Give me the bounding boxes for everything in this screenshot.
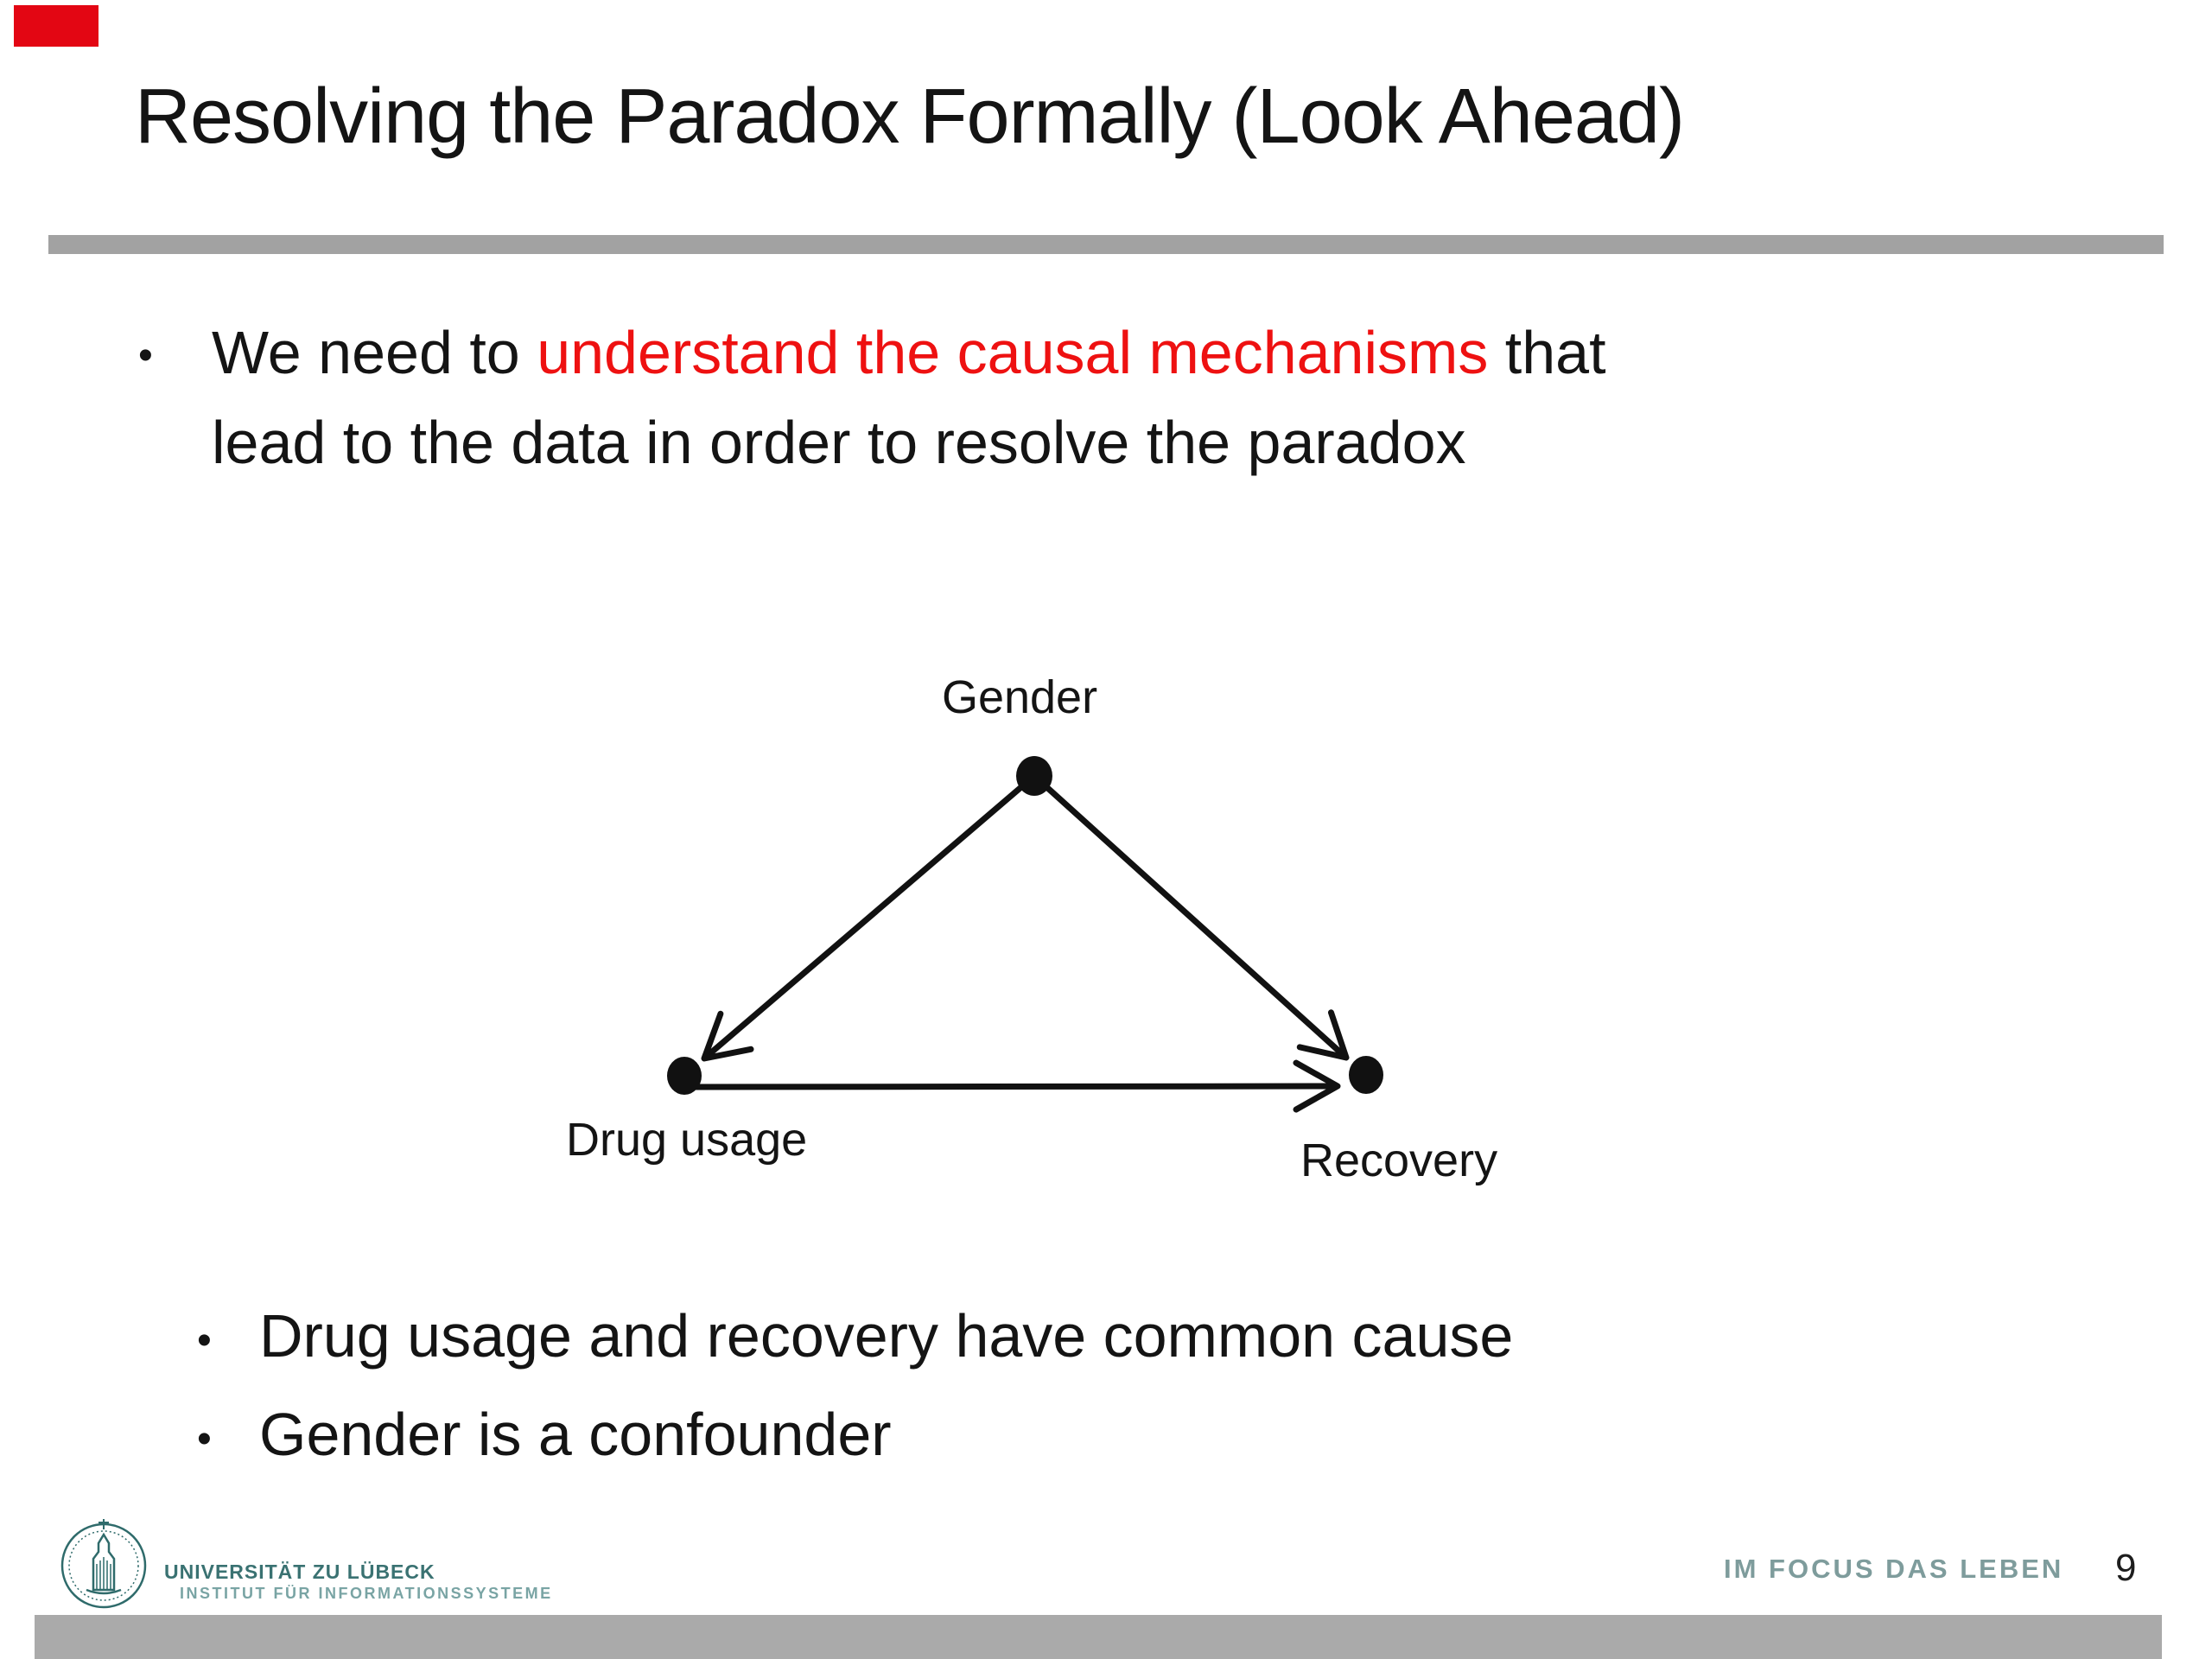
- edge-drug-recovery-arrow: [688, 1059, 1341, 1113]
- university-seal-logo: [60, 1519, 147, 1609]
- edge-gender-recovery-arrow: [1032, 773, 1350, 1061]
- node-label-gender: Gender: [941, 671, 1098, 723]
- footer-motto: IM FOCUS DAS LEBEN: [1724, 1554, 2064, 1584]
- main-bullet-pre: We need to: [212, 319, 537, 386]
- node-label-drug-usage: Drug usage: [566, 1114, 808, 1166]
- causal-diagram: [667, 756, 1383, 1113]
- node-recovery-dot: [1349, 1056, 1383, 1094]
- node-label-recovery: Recovery: [1300, 1135, 1498, 1186]
- bullet-marker: •: [138, 333, 153, 378]
- title-divider: [48, 235, 2164, 254]
- page-number: 9: [2115, 1547, 2137, 1589]
- main-bullet-line2: lead to the data in order to resolve the…: [212, 409, 1466, 476]
- main-bullet-highlight: understand the causal mechanisms: [537, 319, 1489, 386]
- main-bullet-text: We need to understand the causal mechani…: [212, 308, 2009, 487]
- sub-bullet-text: Drug usage and recovery have common caus…: [259, 1302, 1514, 1370]
- footer-bar: [35, 1615, 2162, 1659]
- red-corner-mark: [14, 5, 99, 47]
- slide-title: Resolving the Paradox Formally (Look Ahe…: [135, 73, 1685, 160]
- sub-bullet-text: Gender is a confounder: [259, 1401, 892, 1468]
- university-name: UNIVERSITÄT ZU LÜBECK: [164, 1560, 435, 1583]
- edge-gender-drug-arrow: [701, 773, 1037, 1062]
- bullet-marker: •: [197, 1318, 212, 1363]
- node-gender-dot: [1016, 756, 1052, 796]
- bullet-marker: •: [197, 1416, 212, 1462]
- institute-name: INSTITUT FÜR INFORMATIONSSYSTEME: [180, 1585, 553, 1602]
- main-bullet-post: that: [1488, 319, 1606, 386]
- node-drug-dot: [667, 1057, 702, 1095]
